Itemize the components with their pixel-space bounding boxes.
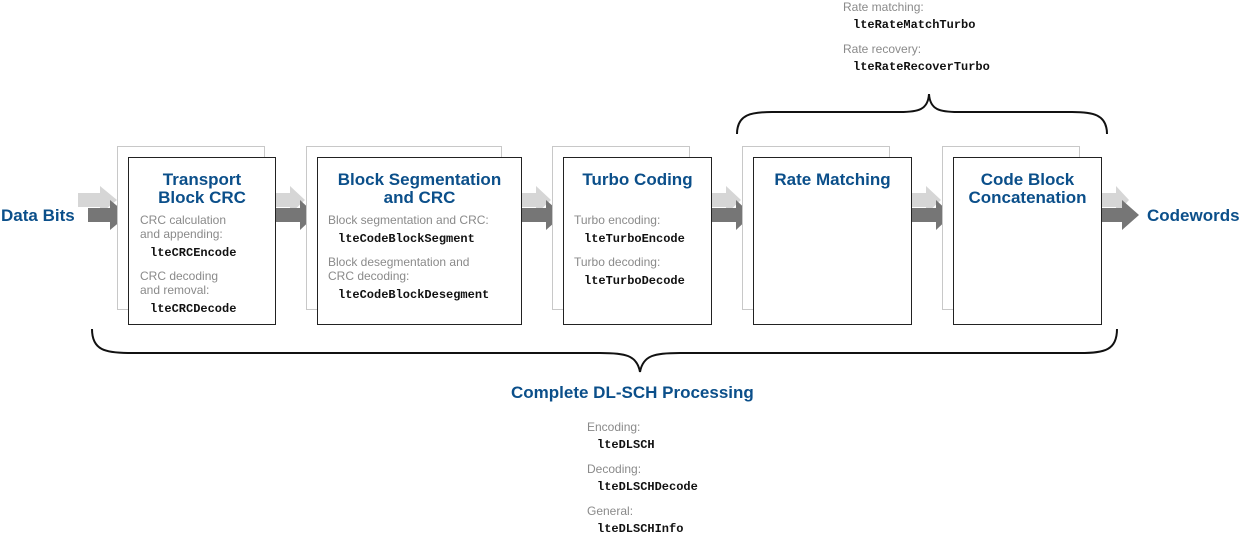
block-title: Transport Block CRC [158, 170, 246, 207]
ghost-arrow-input [78, 186, 117, 214]
rate-function-name: lteRateMatchTurbo [853, 18, 976, 32]
rate-function-label: Rate matching: [843, 0, 924, 14]
function-name: lteCodeBlockSegment [338, 232, 475, 246]
ghost-arrow-3 [712, 186, 741, 214]
function-label: Block segmentation and CRC: [328, 213, 489, 227]
function-label: CRC calculation and appending: [140, 213, 227, 241]
rate-matching-block: Rate Matching [753, 157, 912, 325]
code-block-concatenation-block: Code Block Concatenation [953, 157, 1102, 325]
function-label: Block desegmentation and CRC decoding: [328, 255, 470, 283]
function-label: CRC decoding and removal: [140, 269, 219, 297]
dlsch-function-label: Decoding: [587, 462, 642, 476]
function-label: Turbo encoding: [574, 213, 661, 227]
arrow-output [1102, 200, 1139, 230]
function-name: lteTurboEncode [584, 232, 685, 246]
ghost-arrow-4 [912, 186, 941, 214]
dlsch-function-label: General: [587, 504, 634, 518]
dlsch-function-name: lteDLSCHInfo [597, 522, 684, 536]
input-label: Data Bits [1, 206, 75, 225]
dlsch-title: Complete DL-SCH Processing [511, 383, 754, 402]
dlsch-function-label: Encoding: [587, 420, 641, 434]
ghost-arrow-2 [522, 186, 551, 214]
function-name: lteCRCDecode [150, 302, 237, 316]
ghost-arrow-1 [276, 186, 305, 214]
block-title: Turbo Coding [582, 170, 693, 189]
function-name: lteTurboDecode [584, 274, 685, 288]
dlsch-function-name: lteDLSCH [597, 438, 655, 452]
function-name: lteCodeBlockDesegment [338, 288, 490, 302]
function-name: lteCRCEncode [150, 246, 237, 260]
output-label: Codewords [1147, 206, 1240, 225]
rate-function-name: lteRateRecoverTurbo [853, 60, 990, 74]
dlsch-brace [91, 328, 1118, 373]
block-title: Code Block Concatenation [968, 170, 1087, 207]
dlsch-function-name: lteDLSCHDecode [597, 480, 698, 494]
block-title: Rate Matching [774, 170, 891, 189]
block-segmentation-block: Block Segmentation and CRC Block segment… [317, 157, 522, 325]
function-label: Turbo decoding: [574, 255, 661, 269]
rate-function-label: Rate recovery: [843, 42, 922, 56]
turbo-coding-block: Turbo Coding Turbo encoding: lteTurboEnc… [563, 157, 712, 325]
transport-block-crc-block: Transport Block CRC CRC calculation and … [128, 157, 276, 325]
rate-brace [736, 93, 1108, 135]
block-title: Block Segmentation and CRC [337, 170, 502, 207]
